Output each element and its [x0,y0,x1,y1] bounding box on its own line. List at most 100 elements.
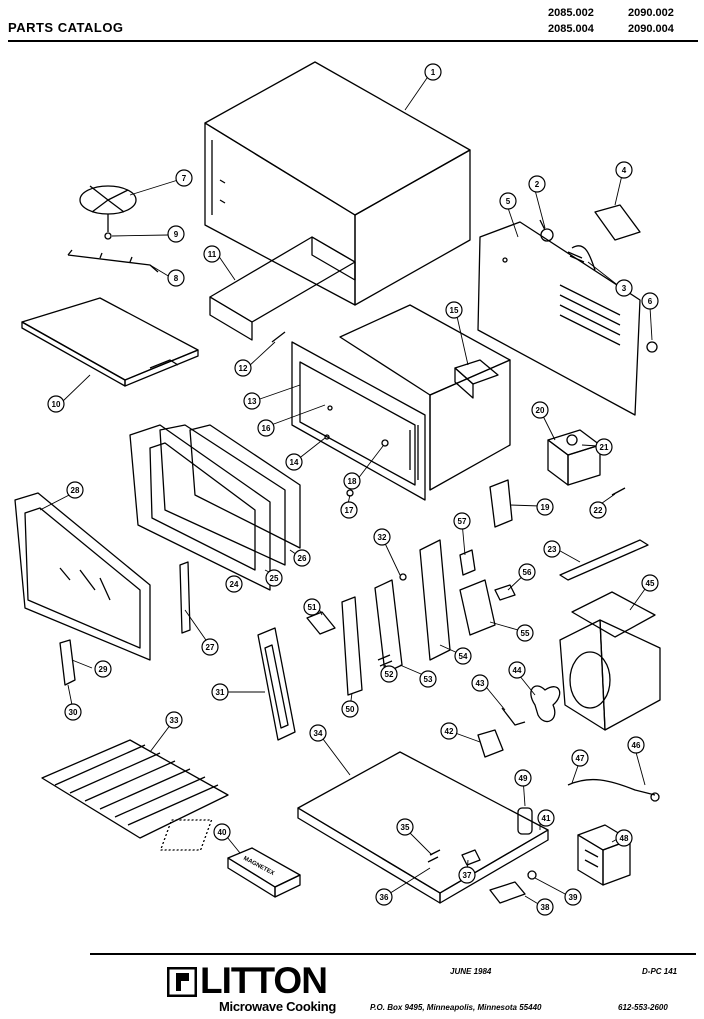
model-number: 2085.004 [548,23,594,35]
callout-number: 38 [541,903,550,912]
bottom-plate-part [21,297,199,387]
callout-circle [373,528,391,546]
callout-circle [201,638,219,656]
callout-number: 27 [206,643,215,652]
callout-circle [265,569,283,587]
callout-markers: 1234567891011121314151617181920212223242… [47,63,659,916]
callout-number: 25 [270,574,279,583]
door-hinge-part [179,561,191,634]
oven-cavity-part [291,304,511,501]
door-panel-part [129,424,301,591]
callout-number: 46 [632,741,641,750]
brand-subtitle: Microwave Cooking [219,999,336,1014]
diode-part [461,849,481,866]
litton-logo-icon [167,967,197,997]
callout-circle [615,279,633,297]
callout-circle [516,624,534,642]
model-number: 2090.002 [628,7,674,19]
callout-circle [243,392,261,410]
air-duct-part [209,236,356,341]
header-rule [8,40,698,42]
page-code: D-PC 141 [642,967,678,976]
callout-number: 55 [521,629,530,638]
callout-circle [203,245,221,263]
callout-number: 51 [308,603,317,612]
callout-number: 13 [248,397,257,406]
callout-number: 35 [401,823,410,832]
callout-circle [293,549,311,567]
callout-circle [213,823,231,841]
callout-circle [424,63,442,81]
callout-number: 16 [262,424,271,433]
callout-circle [343,472,361,490]
callout-number: 3 [622,284,627,293]
callout-circle [518,563,536,581]
callout-number: 21 [600,443,609,452]
rectifier-part [489,881,526,904]
callout-number: 23 [548,545,557,554]
callout-circle [225,575,243,593]
switch-bracket-part [459,579,496,636]
callout-number: 52 [385,670,394,679]
callout-number: 11 [208,250,217,259]
callout-number: 31 [216,688,225,697]
callout-circle [543,540,561,558]
callout-circle [94,660,112,678]
callout-number: 2 [535,180,540,189]
callout-circle [47,395,65,413]
oven-shelf-part [41,739,229,839]
callout-circle [396,818,414,836]
callout-circle [564,888,582,906]
callout-circle [615,829,633,847]
callout-number: 19 [541,503,550,512]
callout-number: 28 [71,486,80,495]
callout-circle [165,711,183,729]
callout-number: 47 [576,754,585,763]
callout-circle [571,749,589,767]
callout-circle [341,700,359,718]
callout-number: 40 [218,828,227,837]
support-strip-part [559,539,649,581]
callout-number: 10 [52,400,61,409]
callout-number: 54 [459,652,468,661]
callout-circle [589,501,607,519]
callout-circle [419,670,437,688]
catalog-title: PARTS CATALOG [8,20,124,35]
callout-number: 9 [174,230,179,239]
callout-number: 37 [463,871,472,880]
screw-part [611,487,626,496]
brand-name: LITTON [200,960,328,1001]
phone-number: 612-553-2600 [618,1003,668,1012]
callout-number: 17 [345,506,354,515]
callout-number: 45 [646,579,655,588]
callout-number: 49 [519,774,528,783]
base-plate-part [159,751,549,904]
callout-number: 24 [230,580,239,589]
package-label: MAGNETEX [242,856,275,877]
callout-circle [303,598,321,616]
callout-number: 29 [99,665,108,674]
address: P.O. Box 9495, Minneapolis, Minnesota 55… [370,1003,542,1012]
callout-number: 34 [314,729,323,738]
callout-number: 26 [298,554,307,563]
control-panel-part [419,539,451,661]
choke-cover-part [257,627,296,741]
callout-circle [458,866,476,884]
callout-number: 18 [348,477,357,486]
model-number: 2085.002 [548,7,594,19]
callout-number: 8 [174,274,179,283]
callout-number: 53 [424,675,433,684]
callout-number: 44 [513,666,522,675]
catalog-date: JUNE 1984 [450,967,492,976]
fan-motor-part [501,707,526,726]
lamp-bracket-part [594,204,641,241]
rear-panel-part [477,221,641,416]
clip-part [427,849,441,863]
callout-circle [167,269,185,287]
callout-number: 22 [594,506,603,515]
callout-number: 15 [450,306,459,315]
door-latch-part [59,639,76,686]
model-number: 2090.004 [628,23,674,35]
